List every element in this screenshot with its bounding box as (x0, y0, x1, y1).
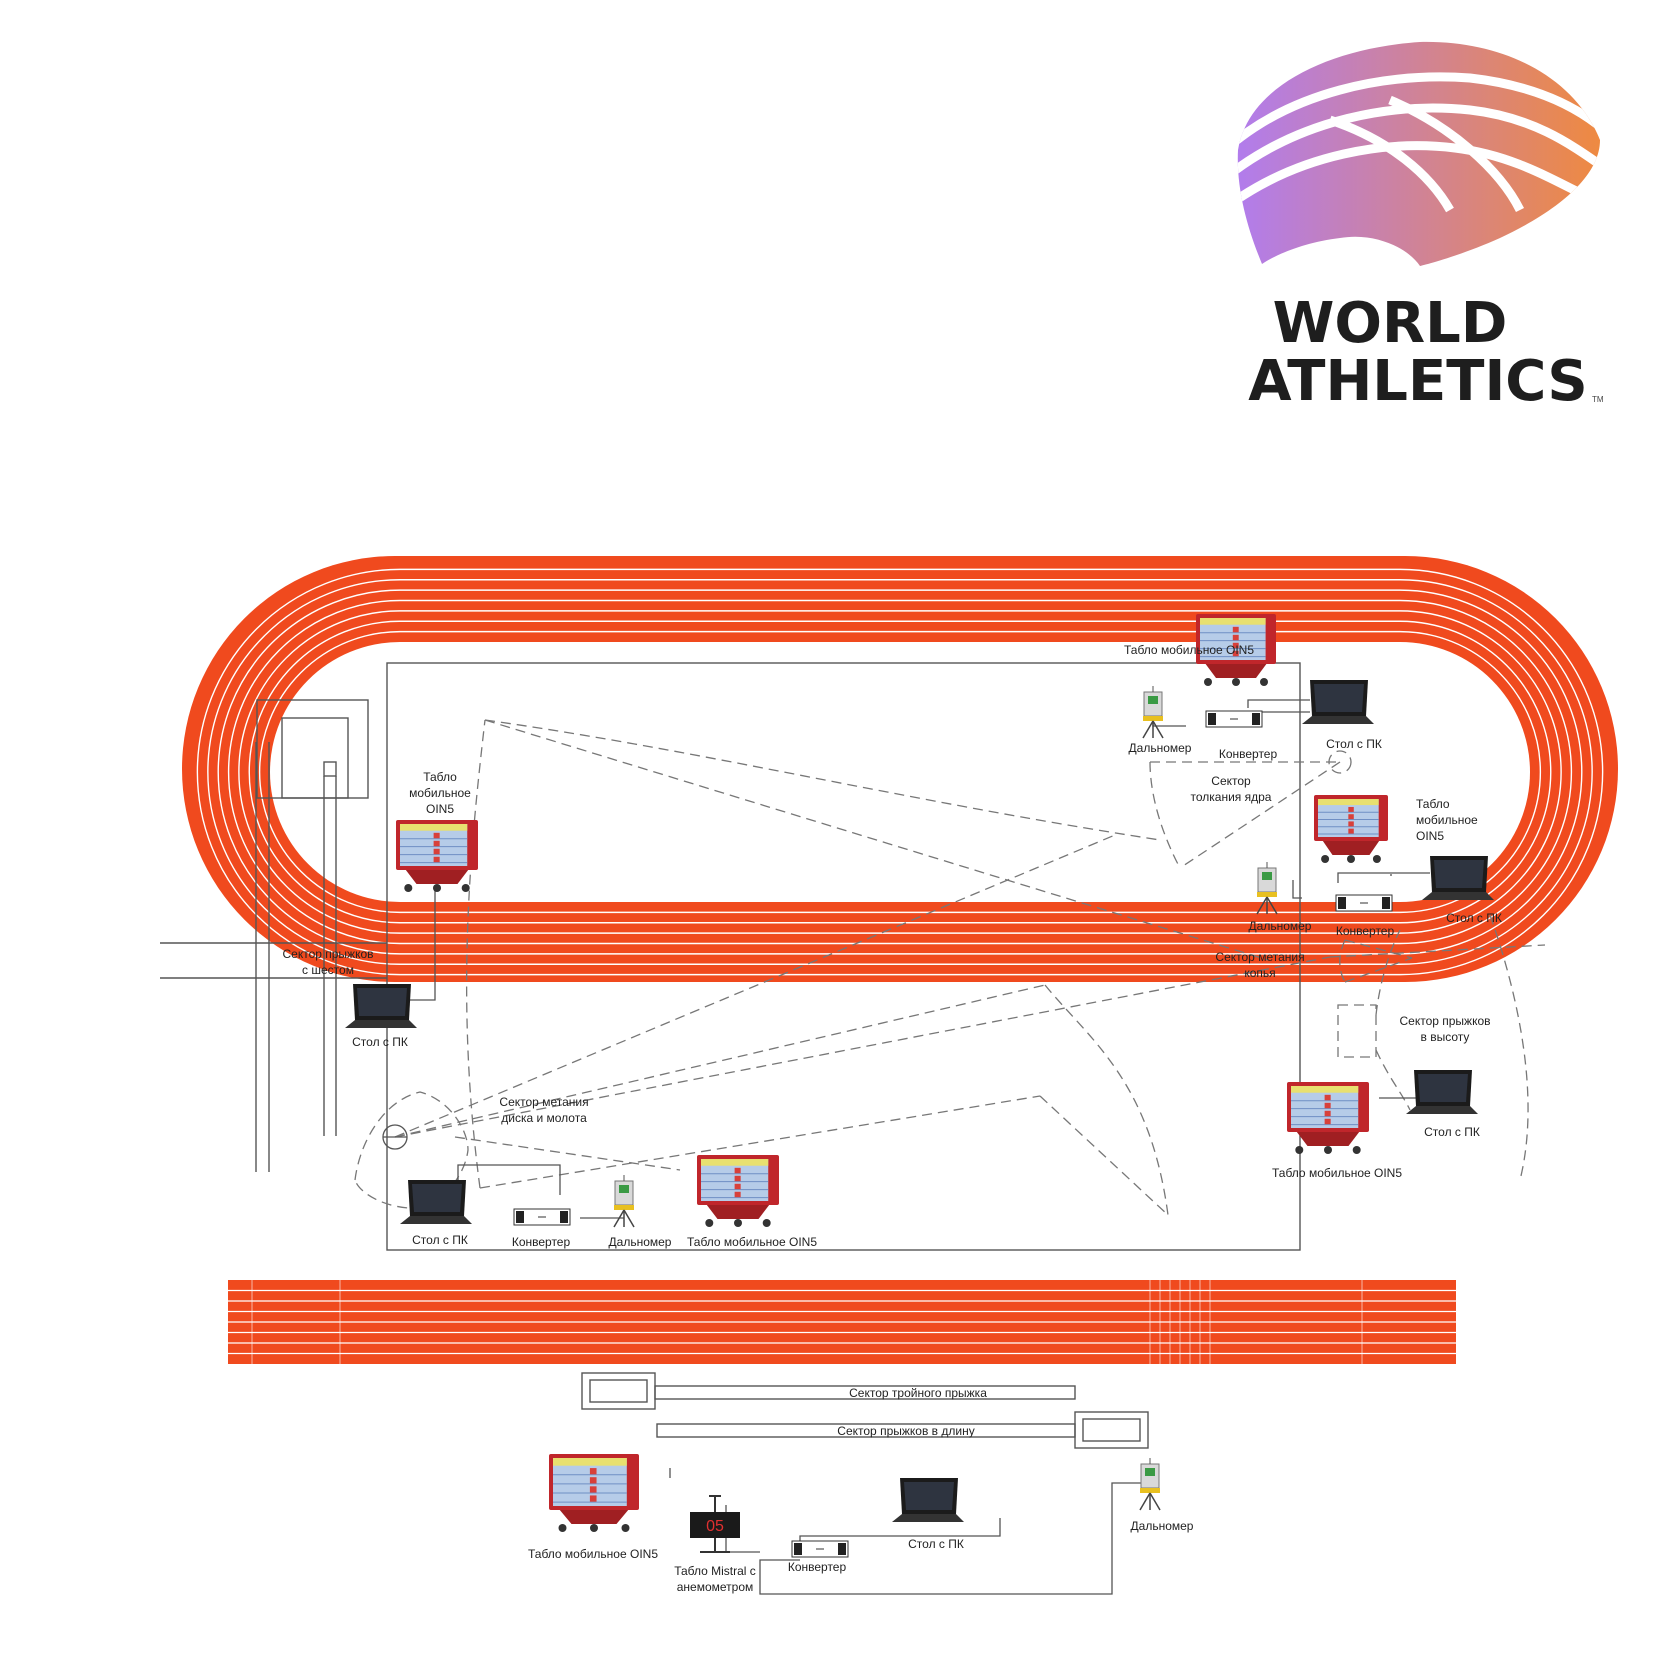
javelin-sector (394, 939, 1546, 1138)
javelin-label-2: копья (1244, 966, 1275, 980)
logo-line1: WORLD (1273, 291, 1508, 356)
scoreboard-label-top-right: Табло мобильное OIN5 (1124, 643, 1254, 657)
lane-line (248, 620, 1552, 924)
pc-label-bottom: Стол с ПК (412, 1233, 468, 1247)
world-athletics-logo: WORLD ATHLETICS TM (1237, 41, 1604, 414)
rangefinder-icon (613, 1175, 635, 1228)
rangefinder-label-top-right: Дальномер (1129, 741, 1192, 755)
discus-circle (382, 1124, 408, 1150)
mobile-scoreboard-icon (1196, 614, 1276, 686)
pc-label-left: Стол с ПК (352, 1035, 408, 1049)
shot-put-label-1: Сектор (1211, 774, 1251, 788)
pc-label-right-bottom: Стол с ПК (1424, 1125, 1480, 1139)
converter-icon (791, 1540, 849, 1558)
converter-icon (1335, 894, 1393, 912)
pc-label-lower: Стол с ПК (908, 1537, 964, 1551)
laptop-icon (1406, 1070, 1478, 1114)
scoreboard-label-bottom: Табло мобильное OIN5 (687, 1235, 817, 1249)
equipment-layer: 05 (345, 614, 1494, 1558)
scoreboard-label-left-3: OIN5 (426, 802, 454, 816)
pole-vault-label-2: с шестом (302, 963, 354, 977)
pc-label-right: Стол с ПК (1446, 911, 1502, 925)
converter-label-top-right: Конвертер (1219, 747, 1278, 761)
lane-line (259, 630, 1541, 914)
high-jump-label-2: в высоту (1421, 1030, 1470, 1044)
lane-line (207, 579, 1593, 965)
lane-line (196, 568, 1604, 976)
logo-emblem-icon (1237, 41, 1600, 267)
converter-label-lower: Конвертер (788, 1560, 847, 1574)
rangefinder-icon (1142, 686, 1164, 739)
converter-icon (513, 1208, 571, 1226)
shot-put-label-2: толкания ядра (1191, 790, 1272, 804)
infield-boundary (386, 662, 1301, 1251)
laptop-icon (345, 984, 417, 1028)
lane-line (217, 589, 1583, 955)
high-jump-sector (1337, 914, 1529, 1181)
scoreboard-label-right-3: OIN5 (1416, 829, 1444, 843)
discus-label-2: диска и молота (501, 1111, 587, 1125)
lane-line (227, 599, 1573, 945)
mobile-scoreboard-icon (1287, 1082, 1369, 1154)
pole-vault-sector (160, 699, 387, 1172)
scoreboard-label-right-bottom: Табло мобильное OIN5 (1272, 1166, 1402, 1180)
scoreboard-label-left-1: Табло (423, 770, 457, 784)
discus-label-1: Сектор метания (499, 1095, 588, 1109)
scoreboard-label-lower: Табло мобильное OIN5 (528, 1547, 658, 1561)
mistral-label-1: Табло Mistral с (674, 1564, 756, 1578)
infield (160, 662, 1301, 1449)
logo-trademark: TM (1592, 395, 1604, 404)
javelin-line-1 (484, 719, 1269, 961)
converter-label-bottom: Конвертер (512, 1235, 571, 1249)
scoreboard-label-right-2: мобильное (1416, 813, 1478, 827)
laptop-icon (1422, 856, 1494, 900)
throwing-sectors (354, 719, 1546, 1216)
rangefinder-icon (1256, 862, 1278, 915)
rangefinder-label-lower: Дальномер (1131, 1519, 1194, 1533)
rangefinder-icon (1139, 1458, 1161, 1511)
discus-hammer-sector (354, 719, 1269, 1216)
mistral-label-2: анемометром (677, 1580, 754, 1594)
converter-icon (1205, 710, 1263, 728)
scoreboard-label-left-2: мобильное (409, 786, 471, 800)
mobile-scoreboard-icon (549, 1454, 639, 1532)
jump-runways (581, 1372, 1149, 1449)
mobile-scoreboard-icon (1314, 795, 1388, 863)
scoreboard-label-right-1: Табло (1416, 797, 1450, 811)
mobile-scoreboard-icon (697, 1155, 779, 1227)
pc-label-top-right: Стол с ПК (1326, 737, 1382, 751)
laptop-icon (400, 1180, 472, 1224)
mistral-display: 05 (706, 1518, 724, 1535)
shot-put-sector (1149, 750, 1352, 869)
lane-line (238, 610, 1562, 934)
laptop-icon (1302, 680, 1374, 724)
mistral-wind-scoreboard-icon: 05 (690, 1495, 740, 1553)
mobile-scoreboard-icon (396, 820, 478, 892)
pole-vault-label-1: Сектор прыжков (282, 947, 373, 961)
triple-jump-label: Сектор тройного прыжка (849, 1386, 987, 1400)
rangefinder-label-bottom: Дальномер (609, 1235, 672, 1249)
logo-line2: ATHLETICS (1248, 349, 1588, 414)
long-jump-label: Сектор прыжков в длину (837, 1424, 974, 1438)
high-jump-label-1: Сектор прыжков (1399, 1014, 1490, 1028)
labels: Табло мобильное OIN5 Дальномер Конвертер… (282, 643, 1501, 1594)
javelin-label-1: Сектор метания (1215, 950, 1304, 964)
laptop-icon (892, 1478, 964, 1522)
running-track (182, 556, 1618, 1364)
rangefinder-label-right: Дальномер (1249, 919, 1312, 933)
converter-label-right: Конвертер (1336, 924, 1395, 938)
